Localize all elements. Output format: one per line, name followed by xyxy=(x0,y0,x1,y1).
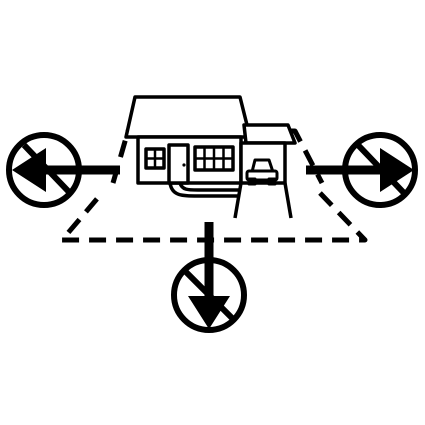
no-exit-right-icon xyxy=(306,132,418,208)
no-exit-down-icon xyxy=(171,222,247,333)
car-icon xyxy=(245,158,279,186)
house-icon xyxy=(124,95,297,219)
no-exit-left-icon xyxy=(6,132,120,208)
